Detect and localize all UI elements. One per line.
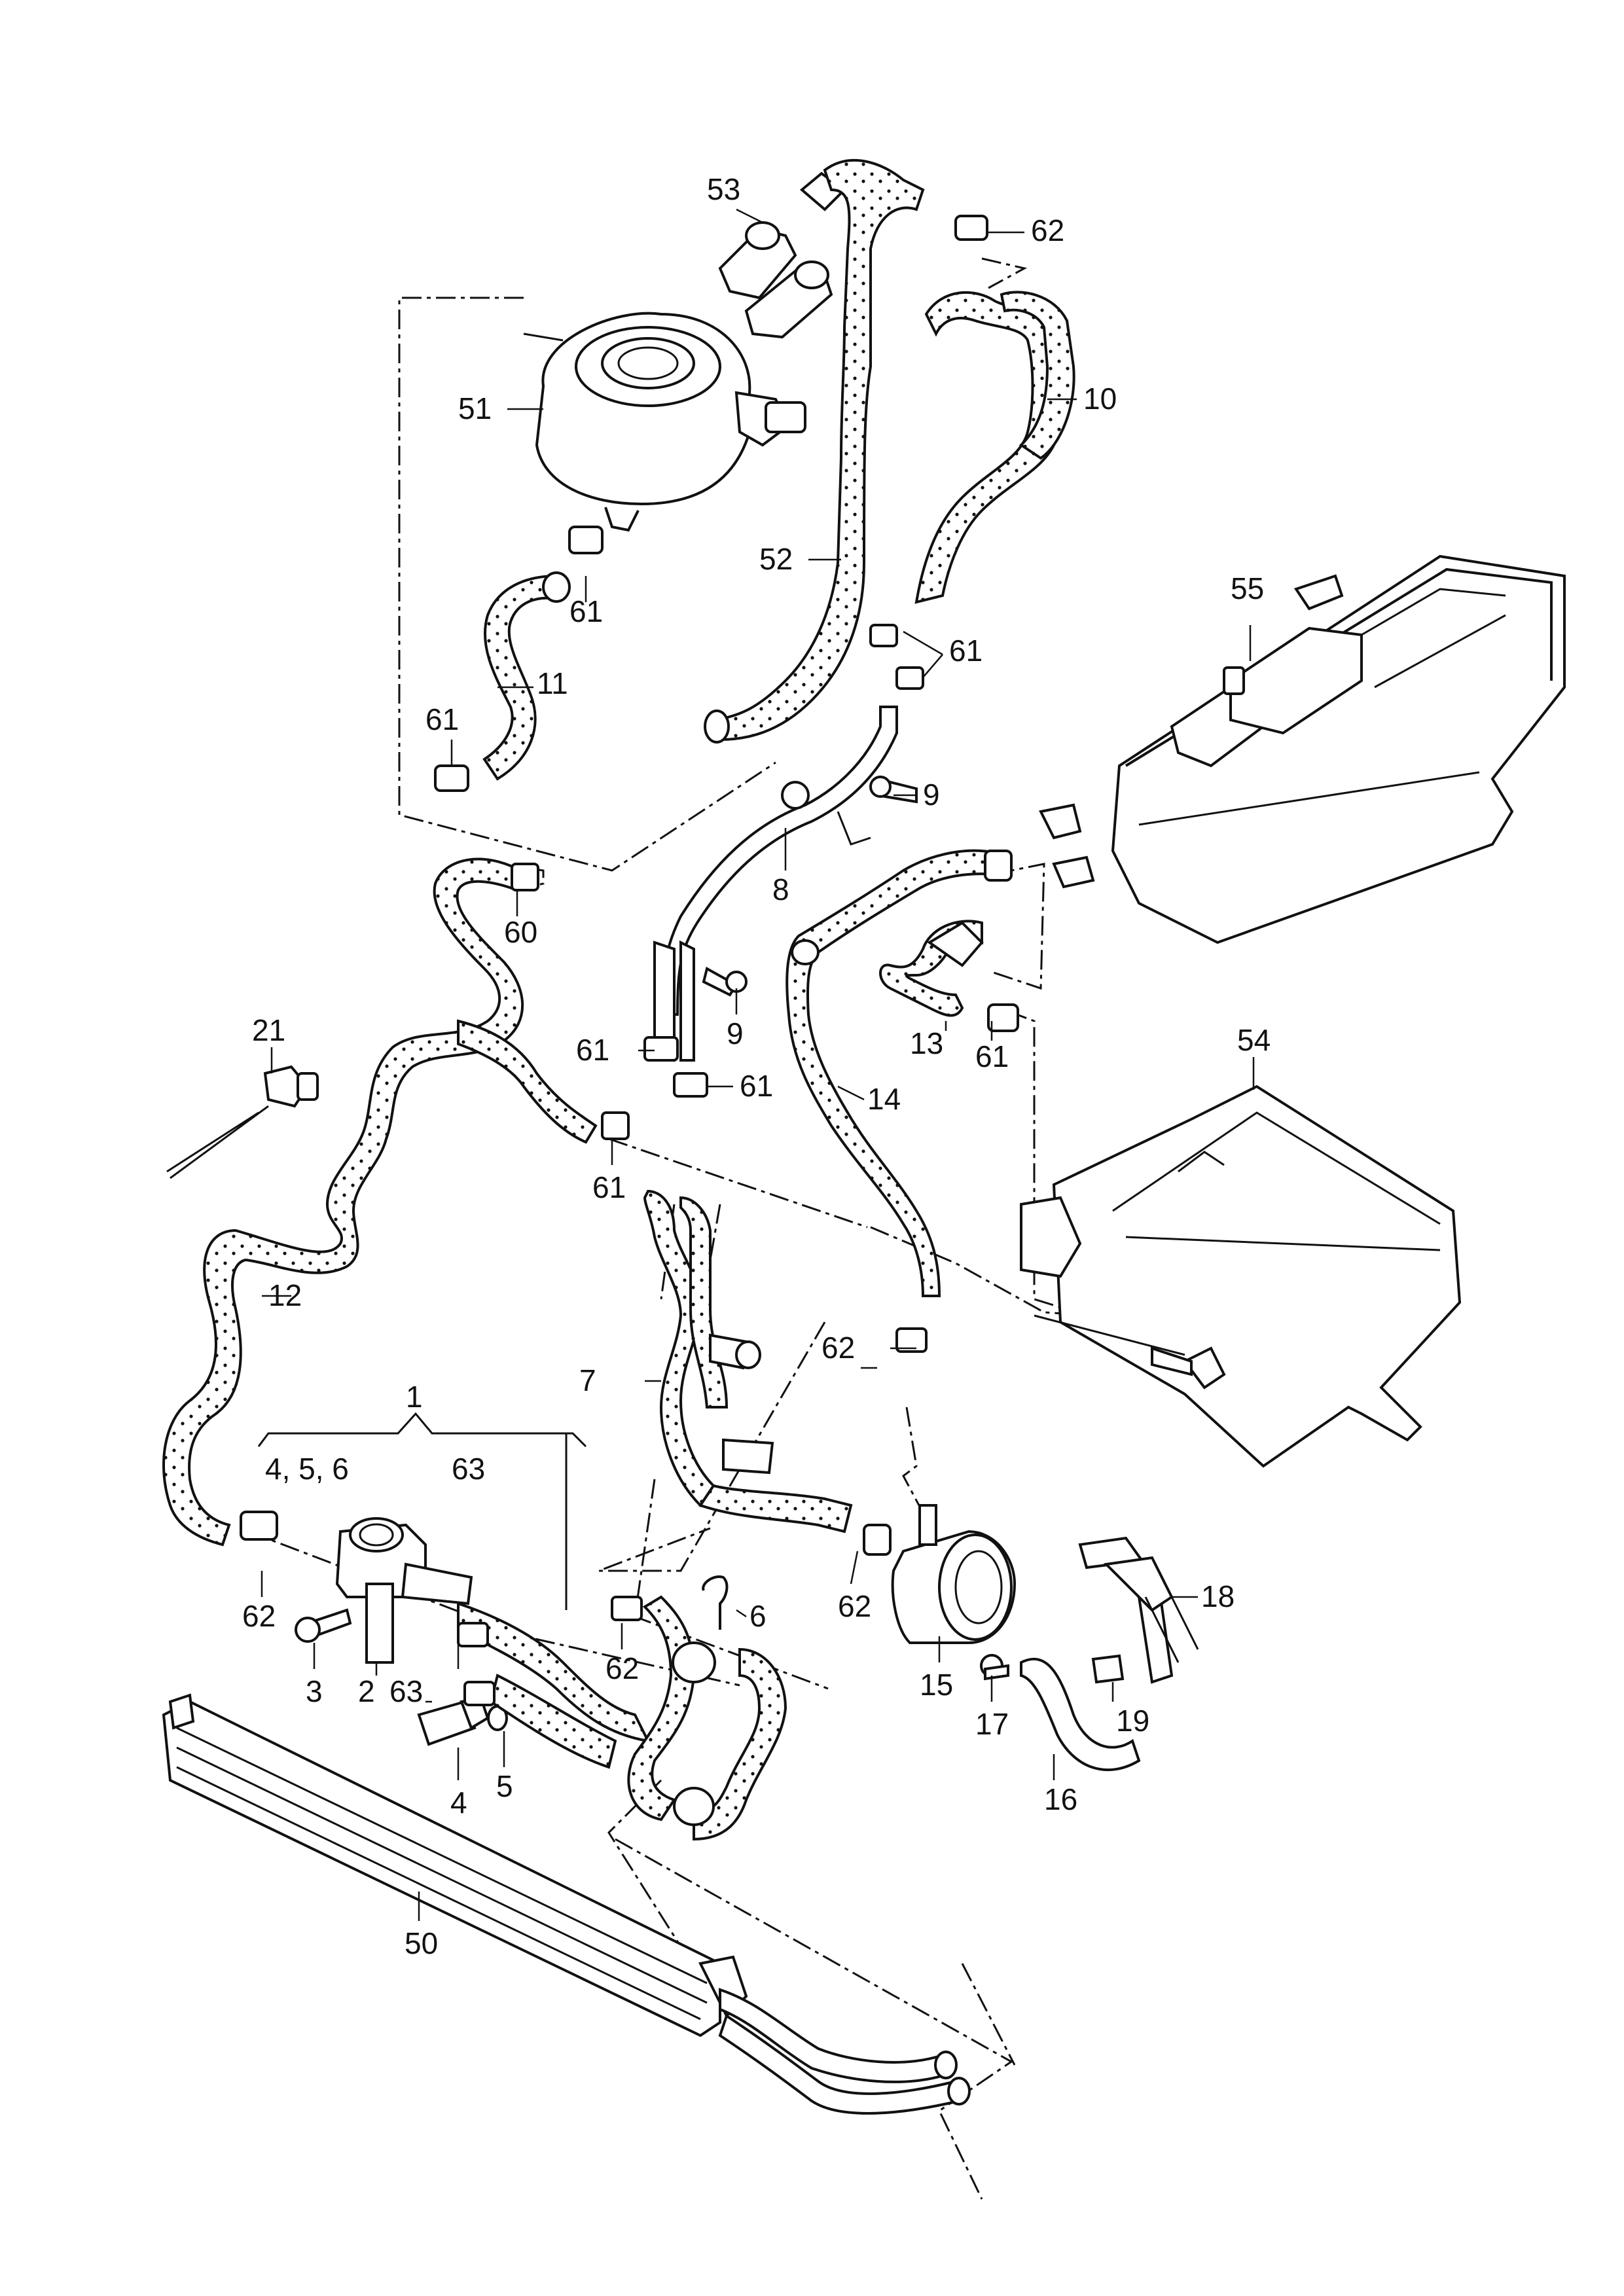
coolant-hose-13 <box>879 920 1019 1032</box>
bolts-9 <box>702 776 918 997</box>
callout-62-hose14: 62 <box>821 1331 855 1365</box>
callout-61-left: 61 <box>425 702 459 736</box>
coolant-hose-12 <box>162 857 630 1547</box>
hose-clamps-61-upper <box>869 215 988 690</box>
callout-4-5-6: 4, 5, 6 <box>265 1452 349 1486</box>
callout-21: 21 <box>252 1013 285 1047</box>
callout-50: 50 <box>405 1926 438 1960</box>
callout-16: 16 <box>1044 1782 1077 1816</box>
callout-1: 1 <box>406 1380 423 1414</box>
hose-clamps-61-mid <box>643 1036 708 1098</box>
group-bracket-1 <box>257 1412 587 1610</box>
callout-5: 5 <box>496 1769 513 1803</box>
callout-9-bottom: 9 <box>727 1016 744 1050</box>
bracket-assembly <box>980 1536 1199 1772</box>
callout-11: 11 <box>537 666 568 700</box>
coolant-hose-7 <box>643 1189 853 1534</box>
callout-61-mid-left: 61 <box>576 1033 609 1067</box>
power-electronics-55 <box>1039 554 1566 944</box>
callout-52: 52 <box>759 542 793 576</box>
callout-18: 18 <box>1201 1579 1235 1613</box>
callout-62-left: 62 <box>242 1599 276 1633</box>
coolant-pipe-8 <box>653 706 898 1062</box>
electric-coolant-pump-15 <box>863 1504 1017 1644</box>
auxiliary-radiator-50 <box>162 1693 971 2115</box>
callout-17: 17 <box>975 1707 1009 1741</box>
callout-61-13: 61 <box>975 1039 1009 1073</box>
callout-4: 4 <box>450 1785 467 1820</box>
callout-55: 55 <box>1231 571 1264 605</box>
bolt-3 <box>295 1608 352 1643</box>
callout-61-mid-right: 61 <box>740 1069 773 1103</box>
coolant-hose-11 <box>434 526 604 792</box>
callout-2: 2 <box>358 1674 375 1708</box>
coolant-junction-hoses <box>457 1575 787 1841</box>
callout-61-tank: 61 <box>569 594 603 628</box>
callout-62-mid: 62 <box>605 1651 639 1685</box>
callout-53: 53 <box>707 172 740 206</box>
callout-3: 3 <box>306 1674 323 1708</box>
callout-61-hose12: 61 <box>592 1170 626 1204</box>
coolant-hose-10 <box>914 291 1075 604</box>
coolant-expansion-tank <box>523 312 806 532</box>
callout-labels: 53 62 10 51 52 55 61 61 11 61 9 8 60 9 1… <box>242 172 1271 1960</box>
callout-9-top: 9 <box>923 778 940 812</box>
callout-13: 13 <box>910 1026 943 1060</box>
charger-module-54 <box>1020 1085 1462 1468</box>
callout-60: 60 <box>504 915 537 949</box>
sensor-4 <box>417 1696 508 1746</box>
callout-8: 8 <box>772 872 789 906</box>
callout-10: 10 <box>1083 382 1117 416</box>
callout-12: 12 <box>268 1278 302 1312</box>
coolant-hose-52 <box>704 159 925 744</box>
callout-14: 14 <box>867 1082 901 1116</box>
callout-54: 54 <box>1237 1023 1271 1057</box>
temperature-sensor-21 <box>166 1065 319 1179</box>
coolant-hose-14 <box>785 849 1013 1353</box>
leader-lines <box>261 208 1255 1921</box>
callout-62-top: 62 <box>1031 213 1064 247</box>
callout-19: 19 <box>1116 1704 1149 1738</box>
callout-15: 15 <box>920 1668 953 1702</box>
hose-clamps-62-lower <box>611 1596 643 1621</box>
coolant-valve-2 <box>335 1517 473 1664</box>
callout-7: 7 <box>579 1363 596 1397</box>
callout-6: 6 <box>749 1599 767 1633</box>
callout-63-top: 63 <box>452 1452 485 1486</box>
callout-61-upper-right: 61 <box>949 634 983 668</box>
callout-62-pump: 62 <box>838 1589 871 1623</box>
callout-51: 51 <box>458 391 492 425</box>
callout-63-bottom: 63 <box>389 1674 423 1708</box>
